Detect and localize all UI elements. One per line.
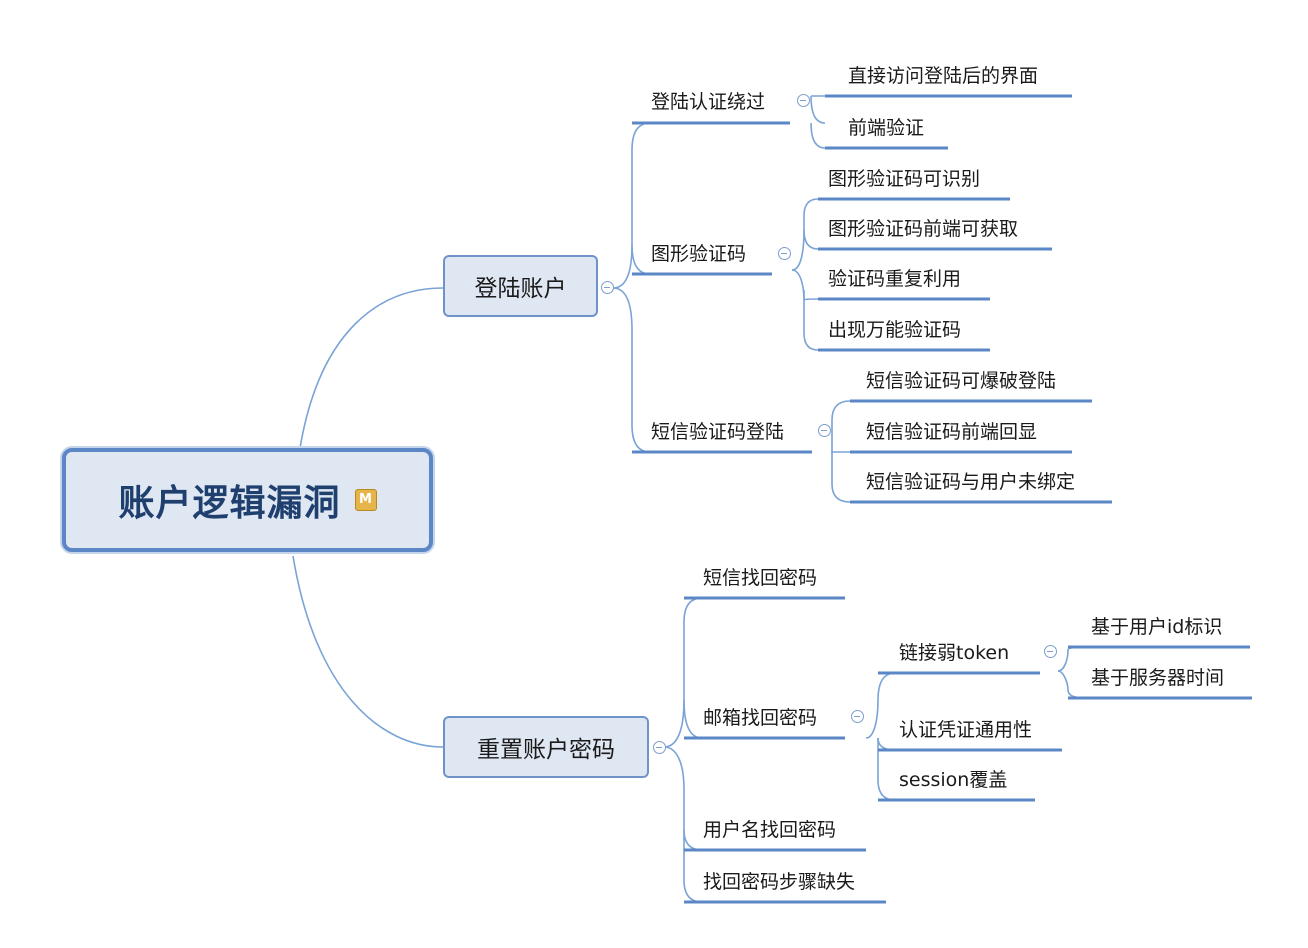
topic-captcha-frontend[interactable]: 图形验证码前端可获取 bbox=[828, 218, 1019, 240]
topic-username-recover[interactable]: 用户名找回密码 bbox=[703, 819, 837, 841]
topic-sms-recover[interactable]: 短信找回密码 bbox=[703, 567, 818, 589]
topic-session-override[interactable]: session覆盖 bbox=[899, 769, 1008, 791]
collapse-icon[interactable] bbox=[1044, 645, 1057, 658]
collapse-icon[interactable] bbox=[653, 741, 666, 754]
marker-icon: M bbox=[354, 489, 377, 511]
collapse-icon[interactable] bbox=[778, 247, 791, 260]
topic-userid-based[interactable]: 基于用户id标识 bbox=[1091, 616, 1223, 638]
topic-credential-generic[interactable]: 认证凭证通用性 bbox=[899, 719, 1033, 741]
root-topic-label: 账户逻辑漏洞 bbox=[118, 483, 341, 524]
branch-login-account-label: 登陆账户 bbox=[474, 276, 567, 302]
topic-captcha[interactable]: 图形验证码 bbox=[651, 243, 747, 265]
topic-sms-login[interactable]: 短信验证码登陆 bbox=[651, 421, 785, 443]
topic-weak-token[interactable]: 链接弱token bbox=[899, 642, 1010, 664]
collapse-icon[interactable] bbox=[818, 424, 831, 437]
topic-email-recover[interactable]: 邮箱找回密码 bbox=[703, 707, 818, 729]
topic-server-time-based[interactable]: 基于服务器时间 bbox=[1091, 667, 1225, 689]
branch-reset-password[interactable]: 重置账户密码 bbox=[443, 716, 649, 778]
branch-login-account[interactable]: 登陆账户 bbox=[443, 255, 598, 317]
topic-captcha-reuse[interactable]: 验证码重复利用 bbox=[828, 268, 962, 290]
collapse-icon[interactable] bbox=[797, 94, 810, 107]
topic-sms-echo[interactable]: 短信验证码前端回显 bbox=[866, 421, 1038, 443]
root-topic[interactable]: 账户逻辑漏洞 M bbox=[62, 448, 433, 552]
topic-captcha-universal[interactable]: 出现万能验证码 bbox=[828, 319, 962, 341]
topic-missing-step[interactable]: 找回密码步骤缺失 bbox=[703, 871, 856, 893]
topic-login-bypass[interactable]: 登陆认证绕过 bbox=[651, 91, 766, 113]
branch-reset-password-label: 重置账户密码 bbox=[477, 737, 615, 763]
collapse-icon[interactable] bbox=[601, 281, 614, 294]
topic-direct-access[interactable]: 直接访问登陆后的界面 bbox=[848, 65, 1039, 87]
topic-frontend-validation[interactable]: 前端验证 bbox=[848, 117, 925, 139]
collapse-icon[interactable] bbox=[851, 710, 864, 723]
topic-sms-bruteforce[interactable]: 短信验证码可爆破登陆 bbox=[866, 370, 1057, 392]
topic-captcha-recognizable[interactable]: 图形验证码可识别 bbox=[828, 168, 981, 190]
topic-sms-unbound[interactable]: 短信验证码与用户未绑定 bbox=[866, 471, 1076, 493]
